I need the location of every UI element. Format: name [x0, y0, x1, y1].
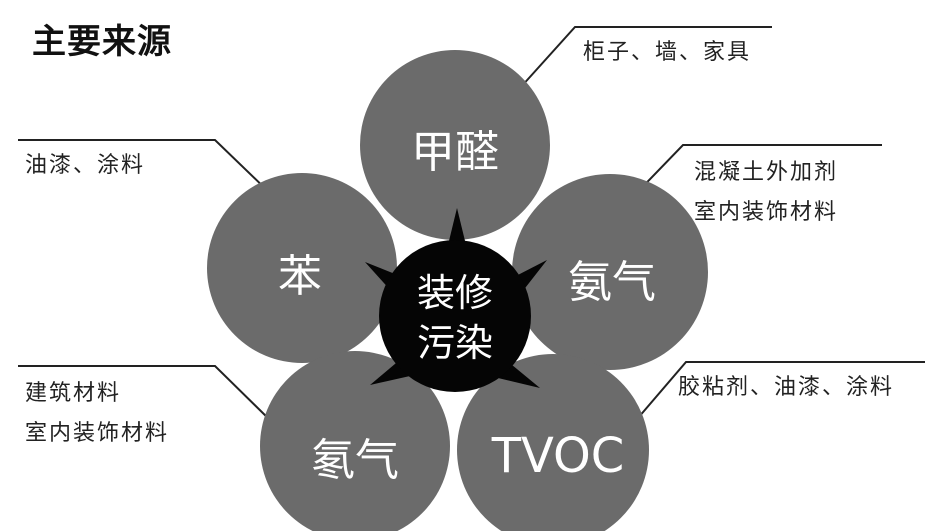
note-formaldehyde: 柜子、墙、家具 [583, 33, 751, 73]
connector-radon [18, 365, 274, 424]
center-label: 装修 污染 [395, 268, 515, 368]
note-benzene: 油漆、涂料 [25, 146, 145, 186]
label-ammonia: 氨气 [568, 257, 656, 308]
note-radon: 建筑材料 室内装饰材料 [25, 374, 169, 454]
petal-radon [260, 351, 450, 531]
label-benzene: 苯 [278, 251, 322, 302]
note-line: 室内装饰材料 [694, 200, 839, 225]
petal-benzene [207, 173, 397, 363]
note-line: 油漆、涂料 [25, 153, 146, 178]
connector-benzene [18, 139, 273, 196]
connector-formaldehyde [519, 26, 772, 89]
note-line: 胶粘剂、油漆、涂料 [678, 375, 895, 400]
center-line-1: 装修 [416, 271, 493, 315]
petal-formaldehyde [360, 50, 550, 240]
page-title: 主要来源 [32, 22, 172, 62]
label-radon: 氡气 [311, 435, 399, 486]
note-line: 混凝土外加剂 [694, 160, 839, 185]
note-ammonia: 混凝土外加剂 室内装饰材料 [694, 153, 838, 233]
center-circle [379, 240, 531, 392]
petal-ammonia [512, 174, 708, 370]
note-tvoc: 胶粘剂、油漆、涂料 [678, 368, 894, 408]
label-formaldehyde: 甲醛 [411, 127, 499, 178]
note-line: 建筑材料 [25, 381, 122, 406]
note-line: 室内装饰材料 [25, 421, 170, 446]
connector-tvoc [631, 361, 925, 426]
petal-tvoc [457, 354, 649, 531]
center-line-2: 污染 [416, 321, 493, 365]
note-line: 柜子、墙、家具 [583, 40, 752, 65]
label-tvoc: TVOC [491, 428, 625, 484]
